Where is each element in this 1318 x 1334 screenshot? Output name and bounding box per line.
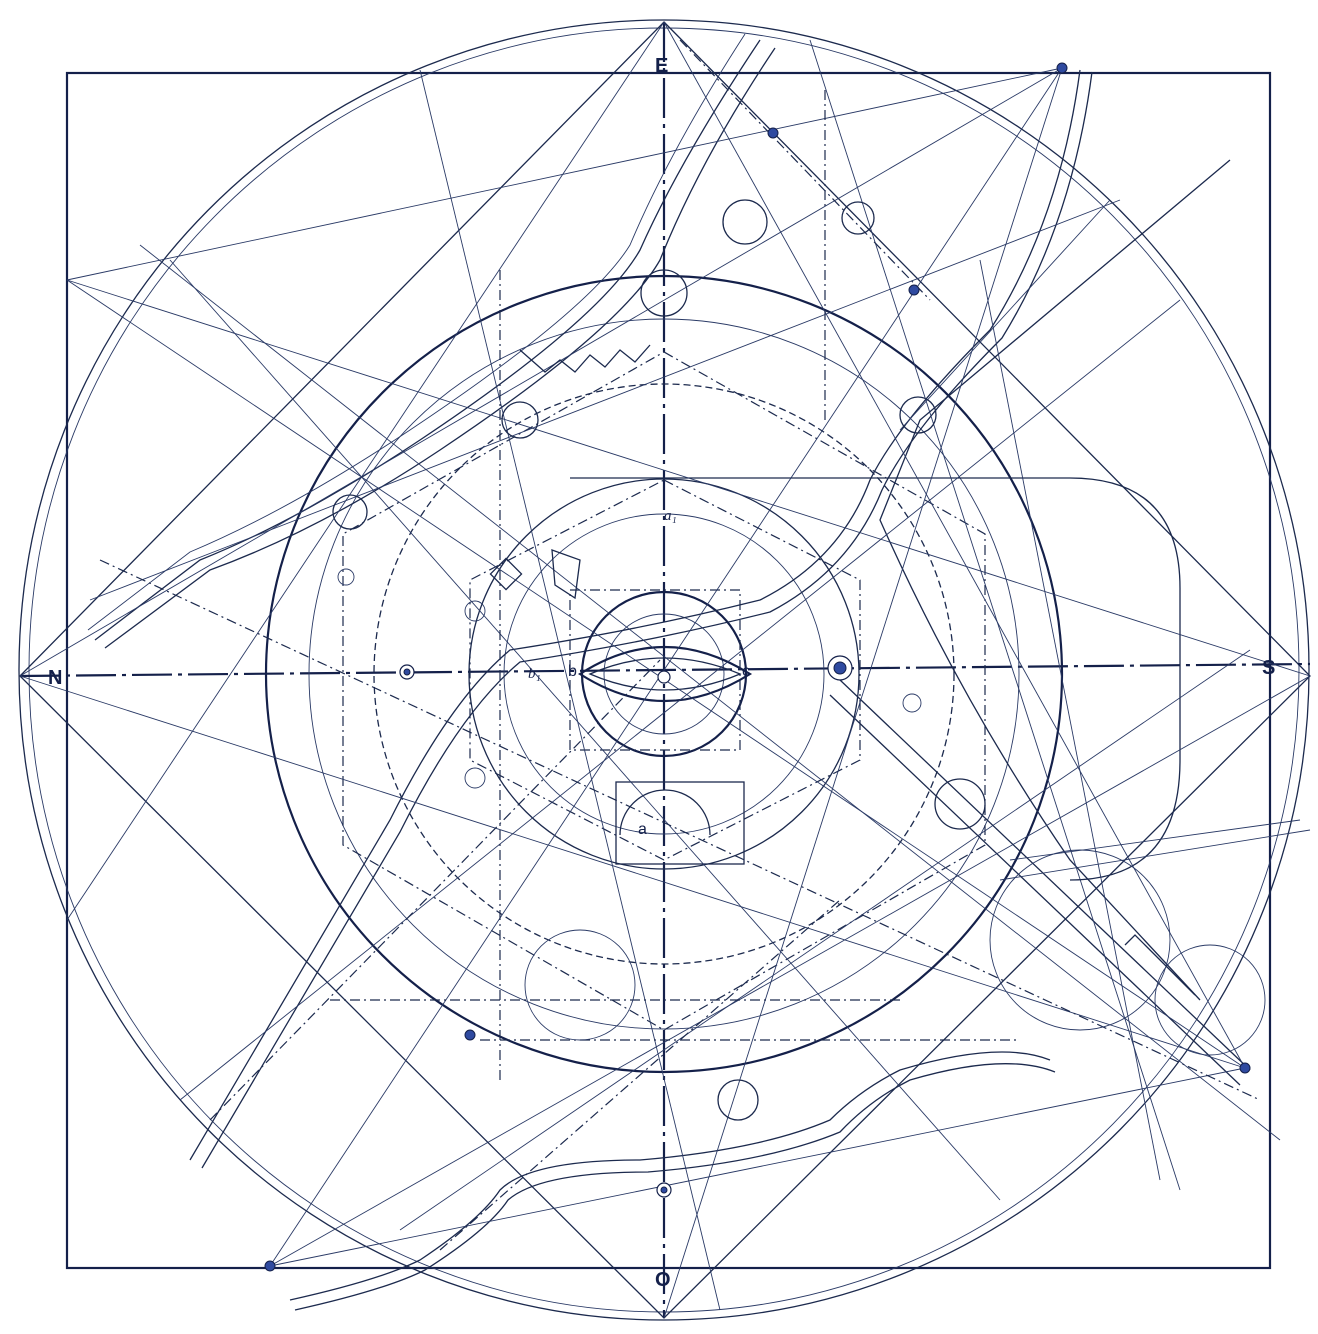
inner-circle-2: [503, 513, 825, 835]
main-circle: [264, 274, 1064, 1074]
diagonal-road-3: [879, 159, 1231, 1001]
label-north: N: [48, 667, 62, 689]
inner-circle: [468, 478, 860, 870]
hexagon: [342, 351, 986, 1031]
small-circles: [332, 199, 1266, 1121]
outer-circle: [18, 19, 1310, 1321]
hexagon-inner: [469, 479, 861, 861]
bottom-road: [289, 1051, 1056, 1311]
outer-square: [65, 71, 1272, 1270]
dashed-construction-lines: [99, 39, 1261, 1251]
lower-rect: [615, 781, 745, 865]
lower-arch: [619, 789, 711, 836]
label-point-a1: a₁: [664, 508, 677, 524]
label-point-a: a: [638, 821, 647, 838]
label-point-b1: b₁: [528, 666, 541, 682]
label-east: E: [655, 55, 668, 77]
southeast-road: [829, 679, 1311, 1086]
label-west: O: [655, 1269, 671, 1291]
core-circle-2: [603, 613, 725, 735]
label-point-b: b: [568, 663, 577, 680]
construction-lines: [19, 21, 1311, 1319]
marked-points: [264, 62, 1251, 1272]
label-point-c: c: [742, 663, 750, 680]
center-rect: [569, 589, 741, 751]
main-circle-inner: [308, 318, 1020, 1030]
rounded-region: [570, 477, 1181, 881]
mid-circle: [373, 383, 955, 965]
center-lens: [577, 645, 753, 703]
label-south: S: [1262, 657, 1275, 679]
stair-features: [489, 344, 1196, 996]
